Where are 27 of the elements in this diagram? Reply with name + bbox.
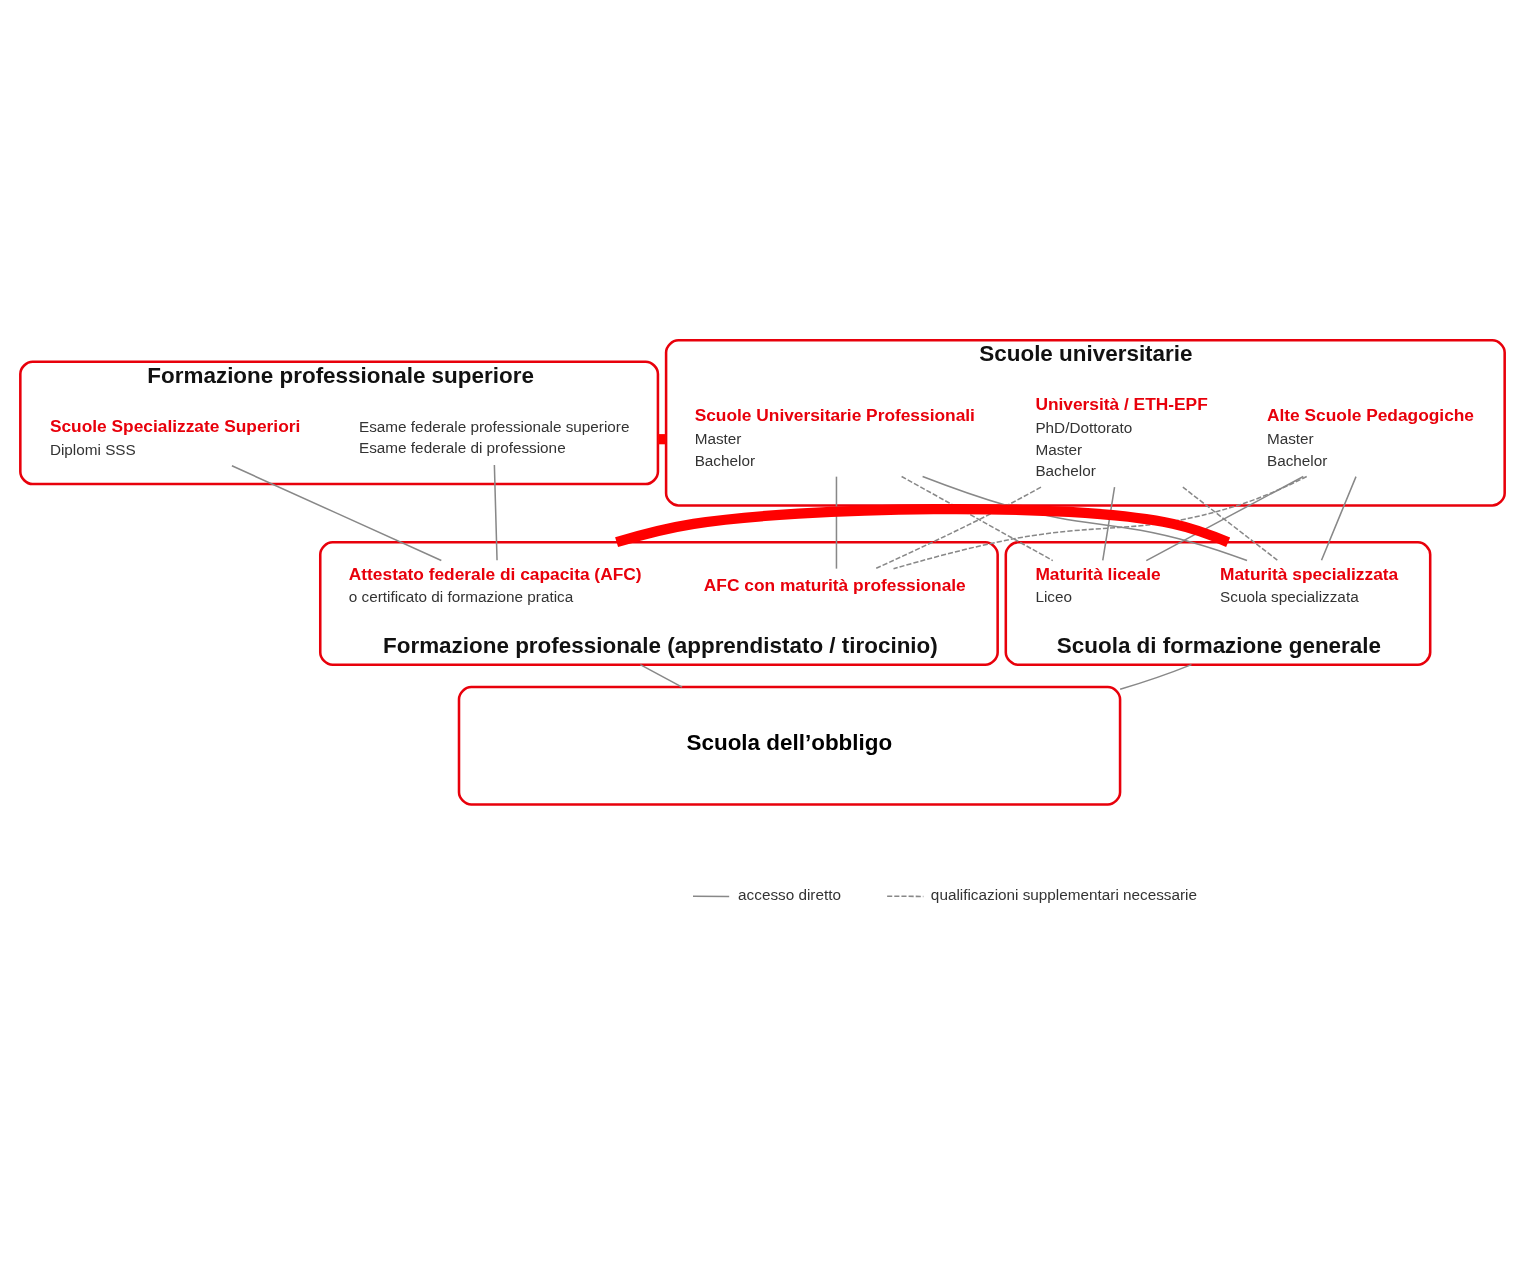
node-text: Scuole Specializzate Superiori Diplomi SSS [49, 415, 301, 458]
legend-label: accesso diretto [738, 885, 841, 903]
connector [921, 475, 1248, 562]
connector [900, 475, 1054, 562]
connector [1119, 663, 1193, 691]
connector [874, 486, 1042, 570]
node-text: Esame federale professionale superiore Esame federale di professione [359, 418, 630, 457]
connector [657, 434, 667, 445]
node-text: AFC con maturità professionale [703, 574, 966, 595]
connector [892, 475, 1308, 570]
connector [1102, 486, 1116, 562]
node-text: Scuole Universitarie Professionali Master Bachelor [694, 405, 975, 469]
connector [615, 504, 1231, 548]
connector [1320, 475, 1357, 561]
connector [639, 663, 683, 688]
node-text: Maturità liceale Liceo [1035, 563, 1161, 606]
legend-label: qualificazioni supplementari necessarie [930, 885, 1198, 903]
node-text: Maturità specializzata Scuola specializzata [1220, 563, 1399, 606]
node-text: Attestato federale di capacita (AFC) o certificato di formazione pratica [348, 563, 642, 606]
node-box: Scuola dell’obbligo [457, 685, 1122, 806]
connector [835, 475, 838, 570]
node-text: Università / ETH-EPF PhD/Dottorato Master Bachelor [1035, 394, 1208, 479]
connector [493, 464, 498, 561]
connector [1145, 475, 1305, 562]
connector [1182, 486, 1279, 562]
connector [231, 465, 443, 562]
node-text: Alte Scuole Pedagogiche Master Bachelor [1266, 405, 1474, 469]
